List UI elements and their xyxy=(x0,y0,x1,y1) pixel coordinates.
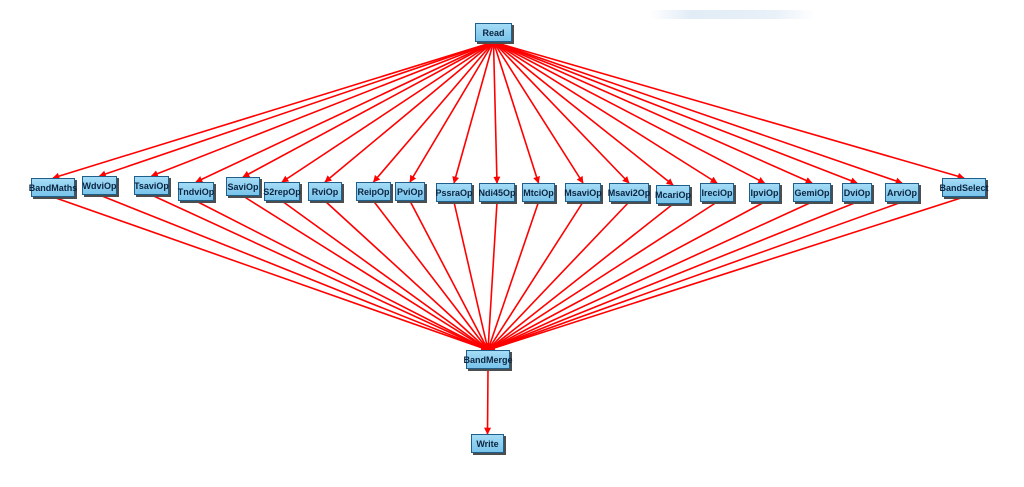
edge-dviop-to-bandmerge xyxy=(487,201,858,351)
node-read[interactable]: Read xyxy=(475,23,512,42)
node-bandmaths[interactable]: BandMaths xyxy=(29,178,77,197)
edge-bandmerge-to-write xyxy=(484,368,492,435)
edge-read-to-msavi2op xyxy=(492,41,630,184)
edge-read-to-pssraop xyxy=(452,41,495,184)
edge-ndi45op-to-bandmerge xyxy=(484,201,498,351)
node-ndi45op[interactable]: Ndi45Op xyxy=(479,183,516,202)
edge-mtciop-to-bandmerge xyxy=(486,201,540,351)
edge-saviop-to-bandmerge xyxy=(242,195,489,351)
edge-msaviop-to-bandmerge xyxy=(487,201,584,351)
edge-tsaviop-to-bandmerge xyxy=(151,194,489,351)
node-bandselect[interactable]: BandSelect xyxy=(939,178,989,197)
edge-read-to-bandmaths xyxy=(52,41,494,180)
node-dviop[interactable]: DviOp xyxy=(842,183,872,202)
edge-read-to-tsaviop xyxy=(150,41,494,177)
edge-rviop-to-bandmerge xyxy=(324,200,489,351)
edge-read-to-saviop xyxy=(242,41,494,178)
node-bandmerge[interactable]: BandMerge xyxy=(464,350,513,369)
node-msavi2op[interactable]: Msavi2Op xyxy=(608,183,650,202)
node-pviop[interactable]: PviOp xyxy=(395,182,425,201)
edge-read-to-ndi45op xyxy=(492,41,501,184)
edge-reipop-to-bandmerge xyxy=(372,200,489,351)
edge-s2repop-to-bandmerge xyxy=(281,200,489,351)
edge-read-to-msaviop xyxy=(492,41,584,184)
node-pssraop[interactable]: PssraOp xyxy=(435,183,473,202)
edge-read-to-ireciop xyxy=(493,41,718,184)
edge-pssraop-to-bandmerge xyxy=(453,201,491,351)
edge-read-to-dviop xyxy=(493,41,858,184)
edge-wdviop-to-bandmerge xyxy=(99,194,489,351)
edge-ipviop-to-bandmerge xyxy=(487,201,765,351)
edge-read-to-wdviop xyxy=(98,41,494,178)
edge-read-to-gemiop xyxy=(493,41,813,184)
edge-pviop-to-bandmerge xyxy=(409,200,489,351)
edge-read-to-s2repop xyxy=(281,41,494,183)
node-s2repop[interactable]: S2repOp xyxy=(263,182,301,201)
edge-bandmaths-to-bandmerge xyxy=(52,196,489,352)
node-write[interactable]: Write xyxy=(471,434,504,453)
node-mcariop[interactable]: McariOp xyxy=(655,185,691,204)
node-tsaviop[interactable]: TsaviOp xyxy=(134,176,169,195)
node-reipop[interactable]: ReipOp xyxy=(356,182,391,201)
edge-read-to-ipviop xyxy=(493,41,766,184)
edge-gemiop-to-bandmerge xyxy=(487,201,813,351)
node-ipviop[interactable]: IpviOp xyxy=(749,183,780,202)
watermark xyxy=(650,10,815,19)
node-saviop[interactable]: SaviOp xyxy=(226,177,260,196)
edge-read-to-mcariop xyxy=(493,41,674,186)
node-rviop[interactable]: RviOp xyxy=(308,182,342,201)
edge-tndviop-to-bandmerge xyxy=(195,200,489,351)
edge-read-to-rviop xyxy=(324,41,495,183)
edge-arviop-to-bandmerge xyxy=(487,201,903,352)
edge-read-to-reipop xyxy=(372,41,495,183)
node-msaviop[interactable]: MsaviOp xyxy=(564,183,602,202)
node-arviop[interactable]: ArviOp xyxy=(885,183,919,202)
node-ireciop[interactable]: IreciOp xyxy=(700,183,734,202)
edge-read-to-bandselect xyxy=(493,41,965,180)
edge-ireciop-to-bandmerge xyxy=(487,201,718,351)
edge-read-to-tndviop xyxy=(195,41,494,183)
node-wdviop[interactable]: WdviOp xyxy=(82,176,117,195)
edge-bandselect-to-bandmerge xyxy=(487,196,965,352)
edge-read-to-pviop xyxy=(409,41,495,183)
edge-read-to-arviop xyxy=(493,41,903,185)
edge-read-to-mtciop xyxy=(492,41,540,184)
edge-msavi2op-to-bandmerge xyxy=(487,201,630,351)
node-gemiop[interactable]: GemiOp xyxy=(793,183,831,202)
node-mtciop[interactable]: MtciOp xyxy=(522,183,555,202)
edge-mcariop-to-bandmerge xyxy=(487,203,674,351)
node-tndviop[interactable]: TndviOp xyxy=(178,182,214,201)
